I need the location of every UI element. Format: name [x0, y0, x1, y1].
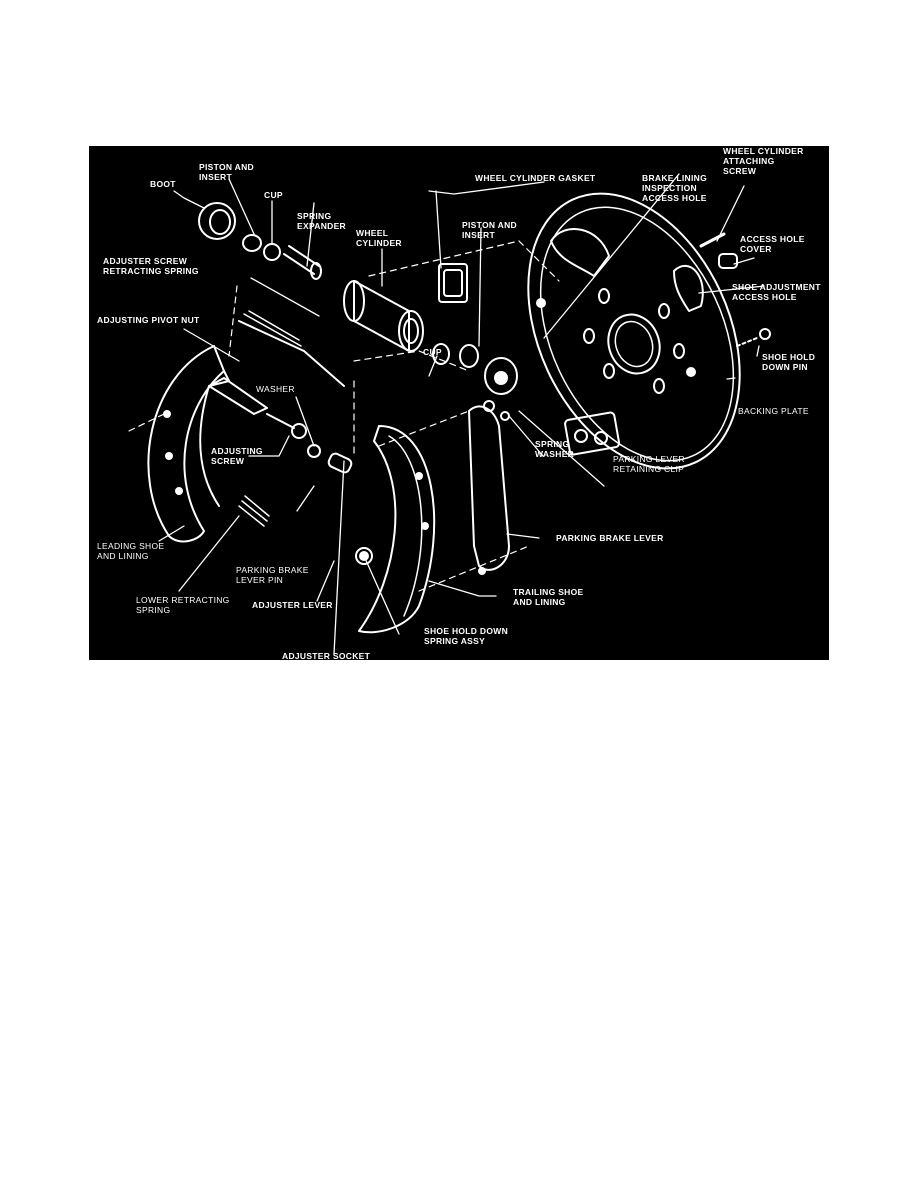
label-adjusting-pivot-nut: ADJUSTING PIVOT NUT: [97, 315, 200, 325]
label-piston-and-insert-outer: PISTON AND INSERT: [199, 162, 254, 182]
backing-plate-drawing: [527, 192, 741, 470]
label-piston-and-insert-inner: PISTON AND INSERT: [462, 220, 517, 240]
label-cup-inner: CUP: [423, 347, 442, 357]
label-wheel-cylinder-attaching-screw: WHEEL CYLINDER ATTACHING SCREW: [723, 146, 804, 176]
label-adjuster-socket: ADJUSTER SOCKET: [282, 651, 371, 660]
assembly-dash-lines: [128, 240, 560, 592]
leading-shoe-drawing: [147, 345, 230, 543]
label-adjusting-screw: ADJUSTING SCREW: [211, 446, 263, 466]
label-brake-lining-inspection-access-hole: BRAKE LINING INSPECTION ACCESS HOLE: [642, 173, 707, 203]
label-spring-washer: SPRING WASHER: [535, 439, 575, 459]
label-leading-shoe-and-lining: LEADING SHOE AND LINING: [97, 541, 165, 561]
label-shoe-hold-down-spring-assy: SHOE HOLD DOWN SPRING ASSY: [424, 626, 509, 646]
label-adjuster-lever: ADJUSTER LEVER: [252, 600, 333, 610]
label-parking-brake-lever: PARKING BRAKE LEVER: [556, 533, 664, 543]
label-adjuster-screw-retracting-spring: ADJUSTER SCREW RETRACTING SPRING: [103, 256, 199, 276]
wheel-cylinder-drawing: [198, 202, 771, 395]
label-spring-expander: SPRING EXPANDER: [297, 211, 347, 231]
springs-adjuster-drawing: [208, 310, 353, 527]
label-wheel-cylinder-gasket: WHEEL CYLINDER GASKET: [475, 173, 596, 183]
label-access-hole-cover: ACCESS HOLE COVER: [740, 234, 805, 254]
label-boot: BOOT: [150, 179, 176, 189]
label-cup-outer: CUP: [264, 190, 283, 200]
label-parking-lever-retaining-clip: PARKING LEVER RETAINING CLIP: [613, 454, 685, 474]
label-shoe-hold-down-pin: SHOE HOLD DOWN PIN: [762, 352, 816, 372]
label-backing-plate: BACKING PLATE: [738, 406, 809, 416]
label-washer: WASHER: [256, 384, 295, 394]
brake-exploded-diagram: BOOT PISTON AND INSERT CUP SPRING EXPAND…: [89, 146, 829, 660]
parking-brake-lever-drawing: [468, 400, 510, 575]
label-shoe-adjustment-access-hole: SHOE ADJUSTMENT ACCESS HOLE: [732, 282, 821, 302]
diagram-line-art: [128, 173, 771, 655]
trailing-shoe-drawing: [355, 425, 436, 634]
label-wheel-cylinder: WHEEL CYLINDER: [356, 228, 402, 248]
label-lower-retracting-spring: LOWER RETRACTING SPRING: [136, 595, 230, 615]
label-parking-brake-lever-pin: PARKING BRAKE LEVER PIN: [236, 565, 309, 585]
label-trailing-shoe-and-lining: TRAILING SHOE AND LINING: [513, 587, 584, 607]
leader-lines: [158, 173, 765, 655]
